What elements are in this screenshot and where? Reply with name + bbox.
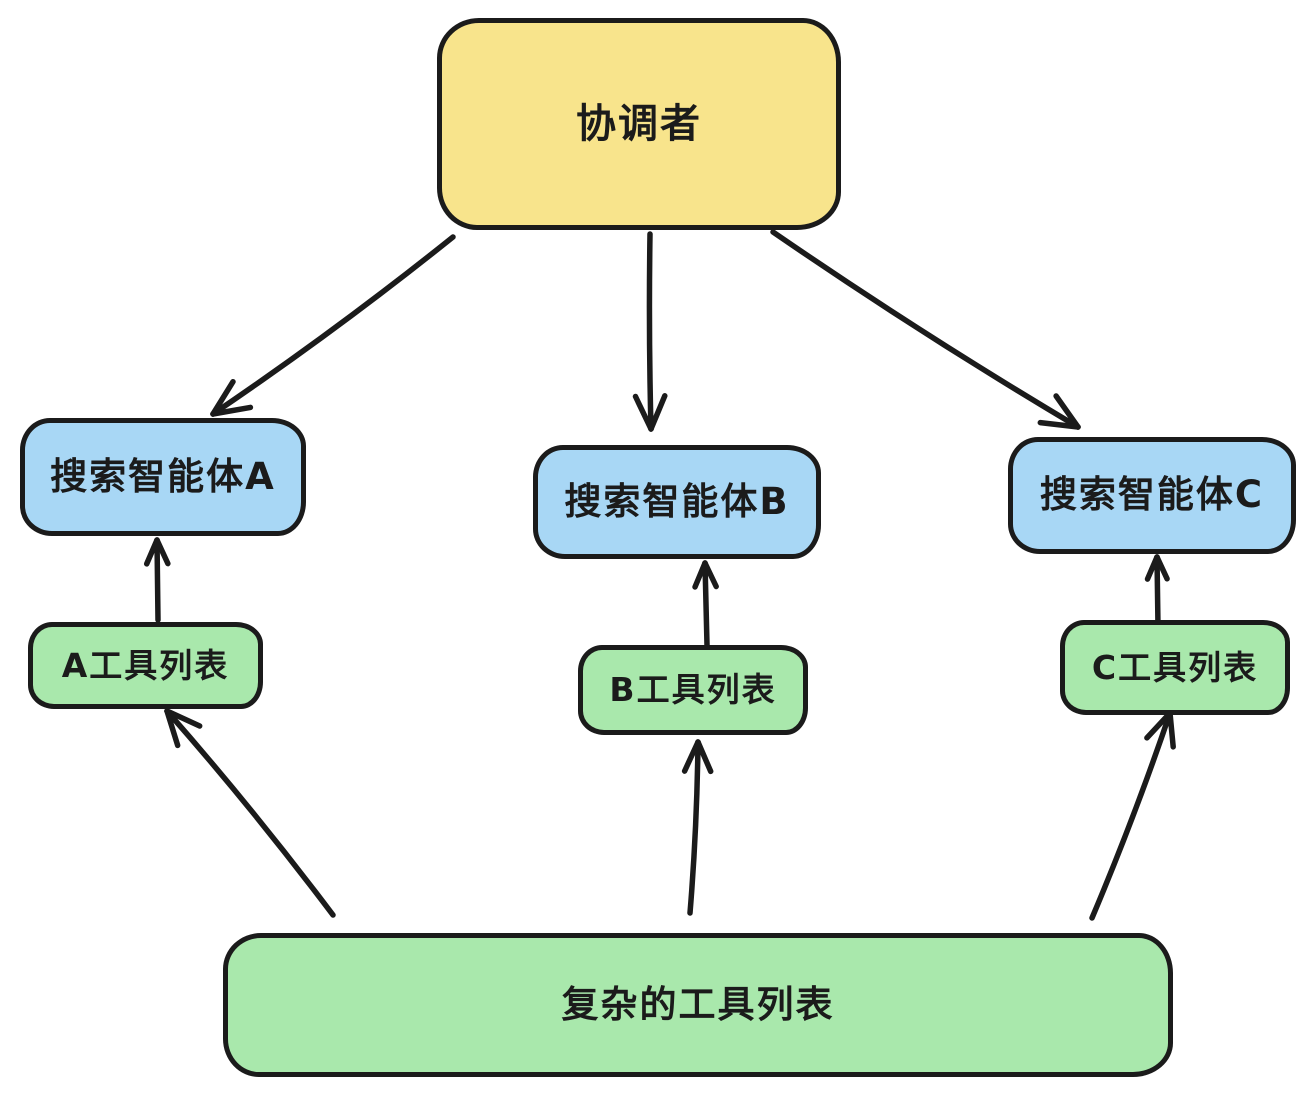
node-coordinator: 协调者: [437, 18, 841, 230]
edge-tools-c-to-agent-c: [1144, 554, 1170, 630]
edge-coordinator-to-agent-a: [210, 234, 456, 417]
node-tool-list-a: A工具列表: [28, 622, 263, 709]
edge-tools-b-to-agent-b: [692, 560, 719, 648]
edge-coordinator-to-agent-c: [770, 229, 1081, 430]
node-tool-list-a-label: A工具列表: [61, 645, 230, 685]
node-tool-list-b: B工具列表: [578, 645, 808, 735]
node-search-agent-b-label: 搜索智能体B: [564, 479, 790, 523]
node-tool-list-c: C工具列表: [1060, 620, 1290, 715]
node-coordinator-label: 协调者: [576, 101, 702, 147]
node-search-agent-a: 搜索智能体A: [20, 418, 306, 536]
edge-complex-to-tools-b: [681, 739, 714, 916]
edge-coordinator-to-agent-b: [632, 231, 668, 432]
edge-complex-to-tools-c: [1089, 710, 1176, 921]
node-tool-list-c-label: C工具列表: [1091, 647, 1259, 687]
edge-complex-to-tools-a: [164, 708, 336, 918]
node-search-agent-c-label: 搜索智能体C: [1039, 473, 1265, 517]
node-tool-list-b-label: B工具列表: [609, 670, 777, 710]
node-search-agent-b: 搜索智能体B: [533, 445, 821, 559]
node-search-agent-a-label: 搜索智能体A: [50, 454, 276, 498]
node-search-agent-c: 搜索智能体C: [1008, 437, 1296, 554]
edge-tools-a-to-agent-a: [143, 537, 171, 623]
node-complex-tool-list: 复杂的工具列表: [223, 933, 1173, 1077]
node-complex-tool-list-label: 复杂的工具列表: [561, 982, 835, 1026]
